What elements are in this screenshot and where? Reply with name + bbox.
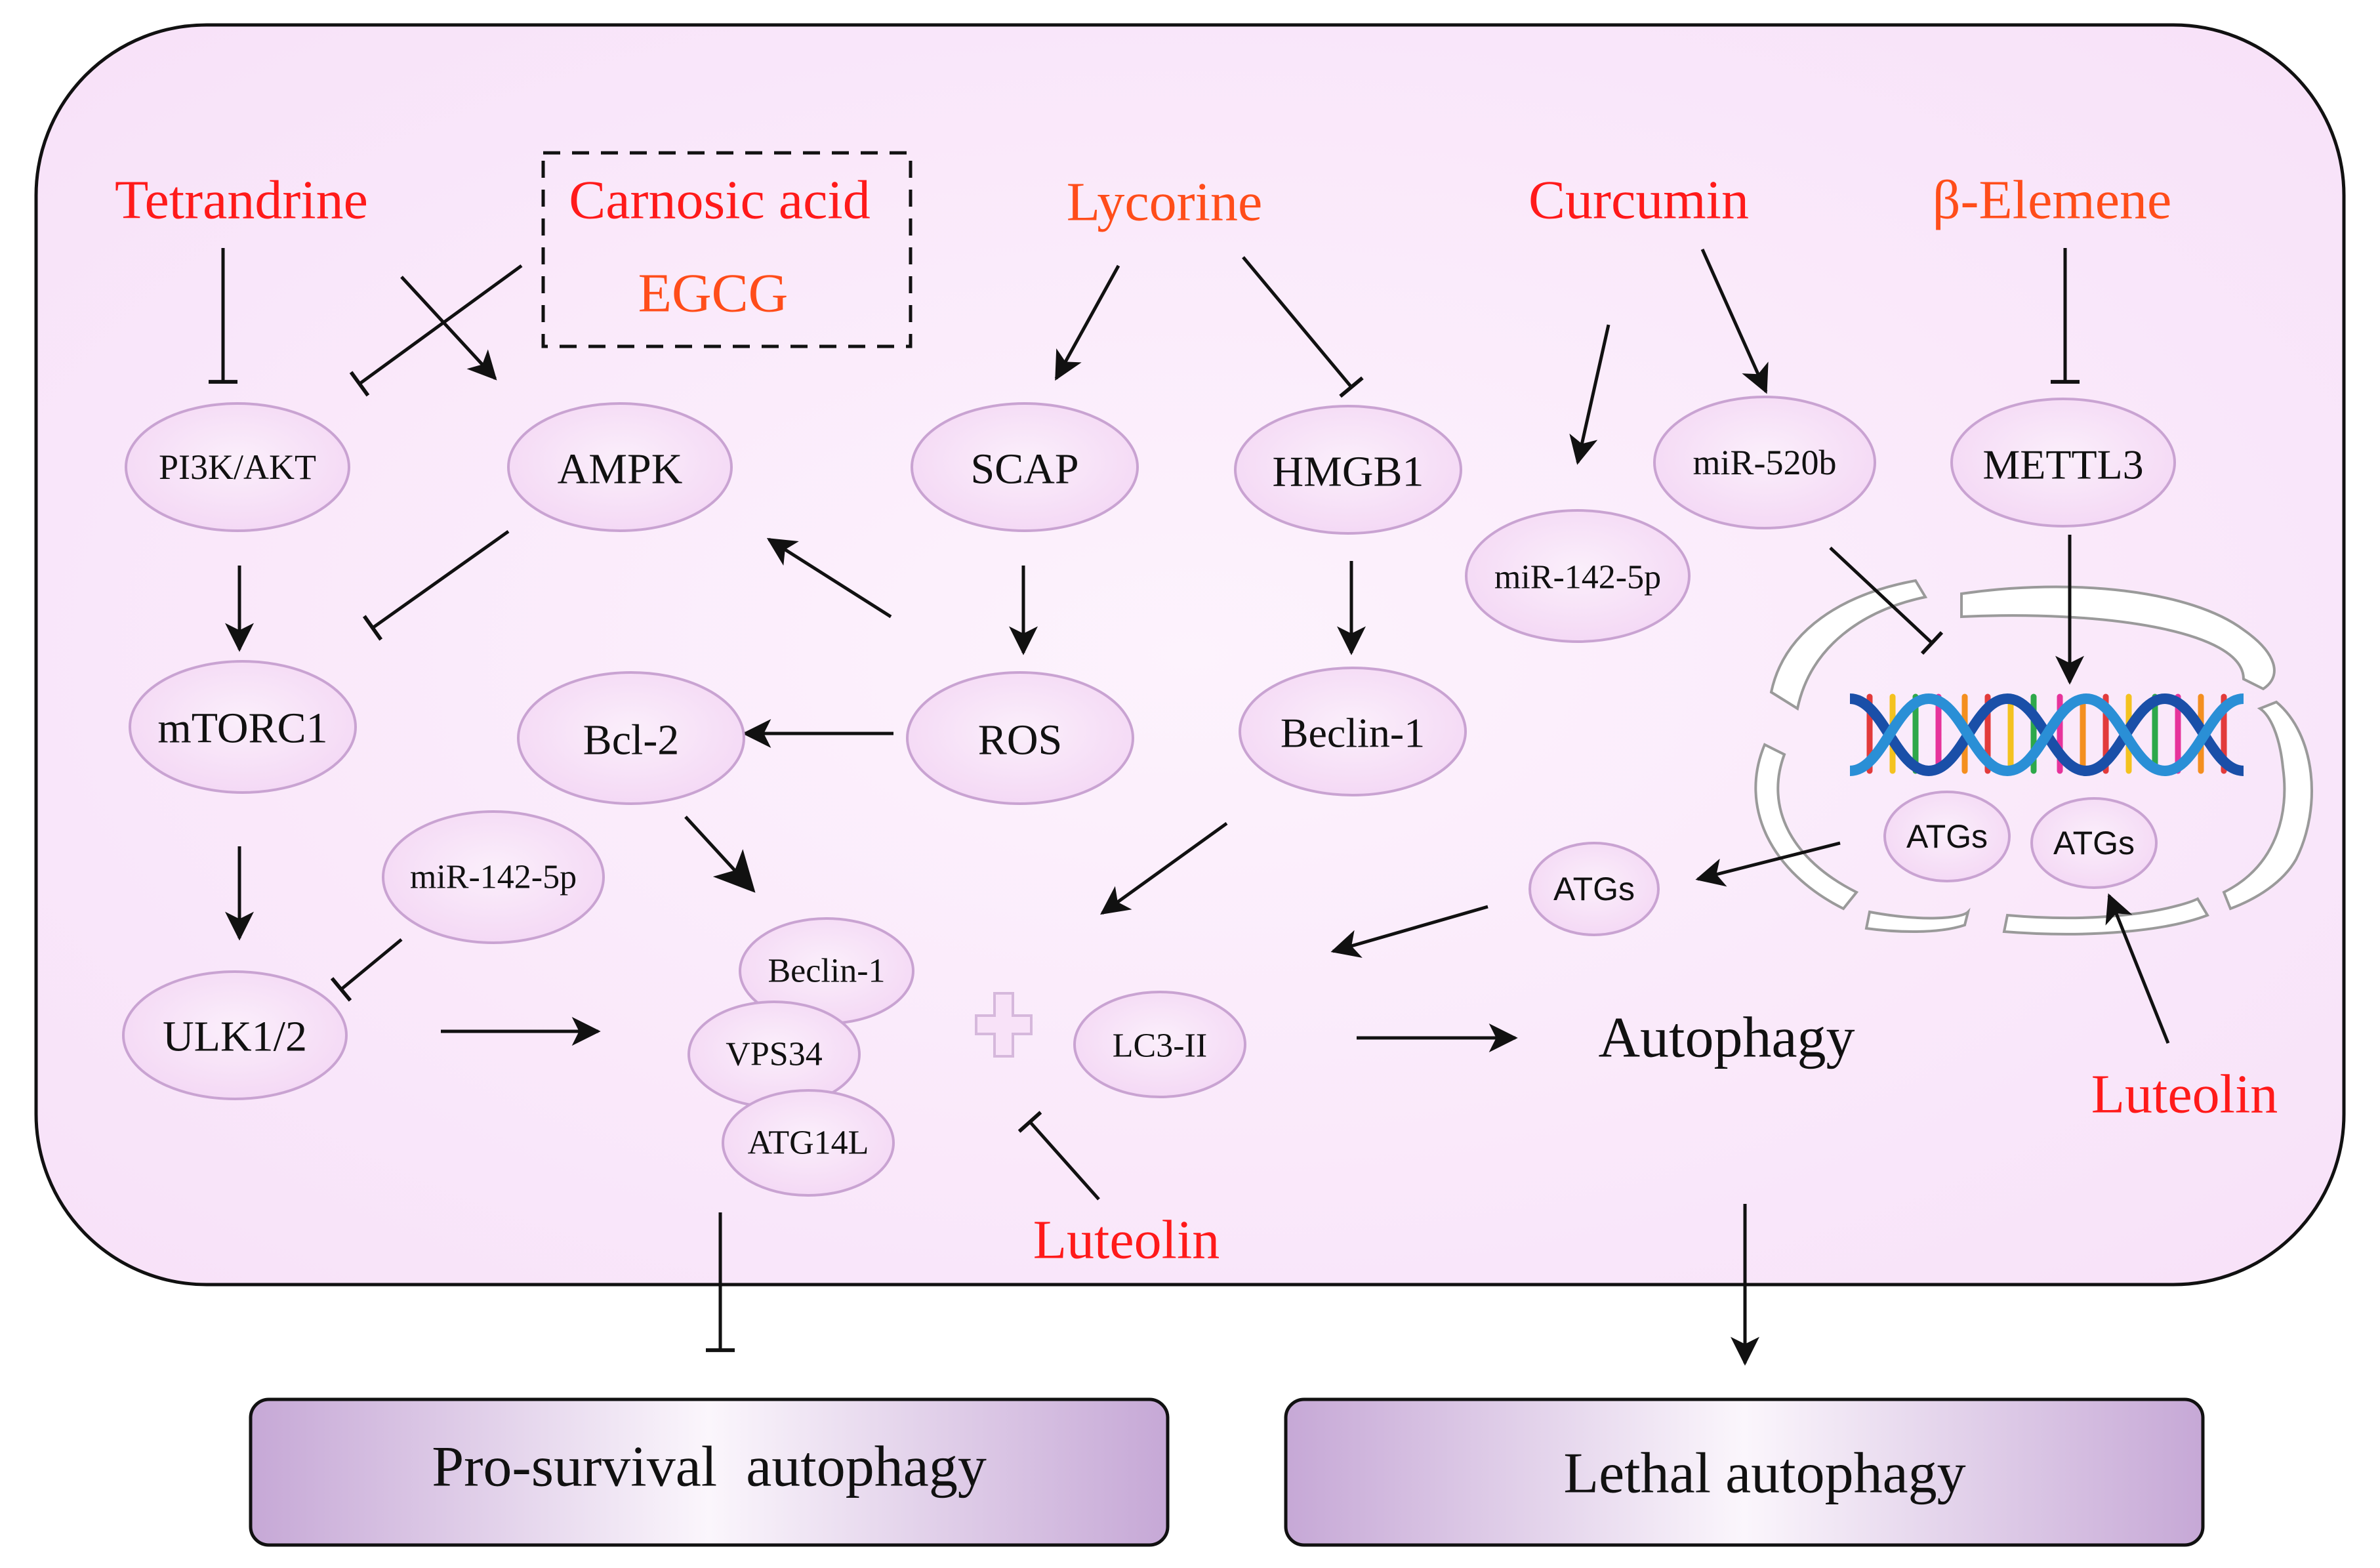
drug-tetrandrine: Tetrandrine xyxy=(115,170,368,231)
node-ros xyxy=(906,671,1134,805)
ros-activates-ampk xyxy=(766,537,892,619)
label-beclin1-complex: Beclin-1 xyxy=(768,953,885,990)
label-mir142-left: miR-142-5p xyxy=(410,859,577,896)
outcome-boxes: Pro-survival autophagy Lethal autophagy xyxy=(249,1397,2205,1547)
label-mir520b: miR-520b xyxy=(1693,443,1836,482)
label-ampk: AMPK xyxy=(558,445,683,493)
atgs-activates-autophagy xyxy=(1330,905,1488,958)
ampk-inhibits-mtorc1 xyxy=(362,529,510,641)
dna-helix-icon xyxy=(1849,693,2245,777)
drug-lycorine: Lycorine xyxy=(1067,172,1263,233)
label-ulk: ULK1/2 xyxy=(163,1013,307,1061)
node-scap xyxy=(911,402,1139,532)
drug-luteolin-center: Luteolin xyxy=(1033,1210,1220,1271)
curcumin-activates-mir520b xyxy=(1700,248,1769,394)
drug-carnosic-acid: Carnosic acid xyxy=(569,170,871,231)
drug-beta-elemene: β-Elemene xyxy=(1933,170,2172,231)
nuclear-envelope-bottom-right xyxy=(2002,897,2209,936)
label-ros: ROS xyxy=(978,716,1062,764)
drug-group-box xyxy=(541,151,913,348)
label-pi3k: PI3K/AKT xyxy=(159,447,316,487)
node-atgs-nuc2 xyxy=(2030,797,2158,889)
luteolin-inhibits-lc3 xyxy=(1017,1111,1100,1201)
nuclear-envelope-left xyxy=(1754,743,1859,911)
label-atgs-nuc1: ATGs xyxy=(1906,818,1988,855)
label-vps34: VPS34 xyxy=(726,1036,822,1073)
outcome-lethal: Lethal autophagy xyxy=(1563,1442,1965,1506)
drug-labels: Tetrandrine Carnosic acid EGCG Lycorine … xyxy=(115,170,2278,1271)
cell-boundary xyxy=(34,23,2346,1287)
label-atgs-out: ATGs xyxy=(1553,871,1635,907)
node-atgs-nuc1 xyxy=(1883,791,2011,882)
node-mettl3 xyxy=(1950,398,2176,527)
label-mir142-right: miR-142-5p xyxy=(1494,559,1661,596)
node-bcl2 xyxy=(517,671,745,805)
nodes xyxy=(122,396,2176,1197)
node-pi3k xyxy=(125,402,350,532)
mir520b-inhibits-nucleus xyxy=(1829,547,1944,655)
outcome-pro-survival: Pro-survival autophagy xyxy=(432,1435,987,1499)
node-mir142-right xyxy=(1465,509,1691,643)
node-beclin1-top xyxy=(1239,667,1467,796)
mir142-inhibits-ulk xyxy=(330,938,403,1002)
drug-curcumin: Curcumin xyxy=(1529,170,1749,231)
nuclear-envelope-upper-right xyxy=(1960,585,2276,691)
connectors xyxy=(209,248,2170,1366)
node-labels: PI3K/AKT AMPK SCAP HMGB1 miR-520b METTL3… xyxy=(157,442,2143,1162)
curcumin-activates-mir142 xyxy=(1569,324,1611,465)
label-bcl2: Bcl-2 xyxy=(583,716,680,764)
label-scap: SCAP xyxy=(970,445,1078,493)
label-atgs-nuc2: ATGs xyxy=(2053,825,2135,861)
label-hmgb1: HMGB1 xyxy=(1272,448,1424,496)
bcl2-activates-complex xyxy=(684,815,756,893)
outcome-box-pro-survival xyxy=(249,1397,1170,1547)
node-lc3 xyxy=(1073,991,1246,1098)
nucleus-releases-atgs xyxy=(1695,841,1841,887)
plus-icon xyxy=(975,992,1033,1058)
drug-luteolin-right: Luteolin xyxy=(2091,1064,2278,1125)
egcg-activates-ampk xyxy=(400,276,497,381)
node-atg14l xyxy=(722,1089,895,1197)
lycorine-activates-scap xyxy=(1054,264,1120,381)
luteolin-activates-nucleus xyxy=(2105,893,2170,1044)
nuclear-envelope-upper-left xyxy=(1769,579,1928,711)
nuclear-envelope-right xyxy=(2222,700,2313,911)
label-atg14l: ATG14L xyxy=(748,1124,869,1162)
node-hmgb1 xyxy=(1234,405,1462,535)
drug-egcg: EGCG xyxy=(638,263,789,324)
beclin1-activates-complex xyxy=(1100,821,1228,915)
label-mettl3: METTL3 xyxy=(1982,442,2143,488)
nucleus xyxy=(1754,579,2313,936)
node-ampk xyxy=(507,402,733,532)
node-mtorc1 xyxy=(129,660,357,794)
carnosic-inhibits-pi3k xyxy=(349,264,523,397)
node-mir520b xyxy=(1653,396,1876,529)
label-mtorc1: mTORC1 xyxy=(157,705,327,753)
outcome-box-lethal xyxy=(1284,1397,2205,1547)
node-atgs-out xyxy=(1529,842,1660,936)
autophagy-label: Autophagy xyxy=(1598,1006,1855,1070)
label-beclin1-top: Beclin-1 xyxy=(1281,710,1425,756)
node-mir142-left xyxy=(382,810,605,944)
nuclear-envelope-bottom xyxy=(1864,907,1971,933)
label-lc3: LC3-II xyxy=(1113,1027,1207,1065)
node-ulk xyxy=(122,970,348,1100)
lycorine-inhibits-hmgb1 xyxy=(1242,256,1364,398)
